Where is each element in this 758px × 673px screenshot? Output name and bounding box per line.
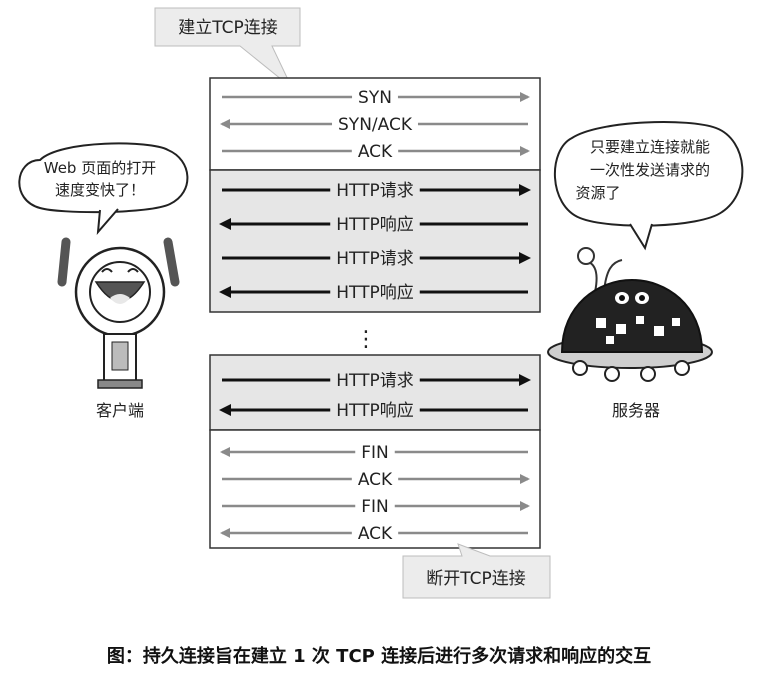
message-label: ACK: [358, 142, 393, 162]
client-label: 客户端: [96, 401, 144, 420]
server-speech-bubble: 只要建立连接就能 一次性发送请求的 资源了: [553, 121, 744, 251]
figure-caption: 图：持久连接旨在建立 1 次 TCP 连接后进行多次请求和响应的交互: [107, 645, 651, 667]
callout-close-connection: 断开TCP连接: [402, 543, 551, 599]
server-robot-icon: [547, 247, 713, 382]
message-label: FIN: [361, 497, 389, 517]
callout-open-text: 建立TCP连接: [178, 18, 278, 38]
client-speech-bubble: Web 页面的打开 速度变快了！: [18, 142, 189, 235]
message-label: HTTP请求: [336, 181, 414, 201]
message-label: FIN: [361, 443, 389, 463]
message-label: HTTP响应: [336, 283, 414, 303]
message-label: ACK: [358, 524, 393, 544]
message-label: ACK: [358, 470, 393, 490]
server-bubble-line-2: 一次性发送请求的: [590, 161, 710, 179]
request-panel-1: [209, 169, 541, 313]
message-label: HTTP请求: [336, 249, 414, 269]
server-label: 服务器: [612, 401, 660, 420]
client-bubble-line-2: 速度变快了！: [55, 181, 145, 199]
request-panel-2: [209, 354, 541, 431]
message-label: SYN: [358, 88, 392, 108]
client-bubble-line-1: Web 页面的打开: [44, 159, 156, 177]
server-bubble-line-3: 资源了: [575, 184, 620, 202]
message-label: HTTP请求: [336, 371, 414, 391]
message-label: HTTP响应: [336, 401, 414, 421]
message-arrows: SYN SYN/ACK ACK HTTP请求 HTTP响应 HTTP请求 HTTP响应 HTT…: [219, 88, 531, 544]
callout-close-text: 断开TCP连接: [426, 569, 526, 589]
ellipsis: ⋮: [355, 327, 377, 352]
teardown-panel: [209, 429, 541, 549]
message-label: SYN/ACK: [338, 115, 413, 135]
client-robot-icon: [57, 237, 180, 389]
server-bubble-line-1: 只要建立连接就能: [590, 138, 710, 156]
callout-open-connection: 建立TCP连接: [154, 7, 301, 89]
message-label: HTTP响应: [336, 215, 414, 235]
